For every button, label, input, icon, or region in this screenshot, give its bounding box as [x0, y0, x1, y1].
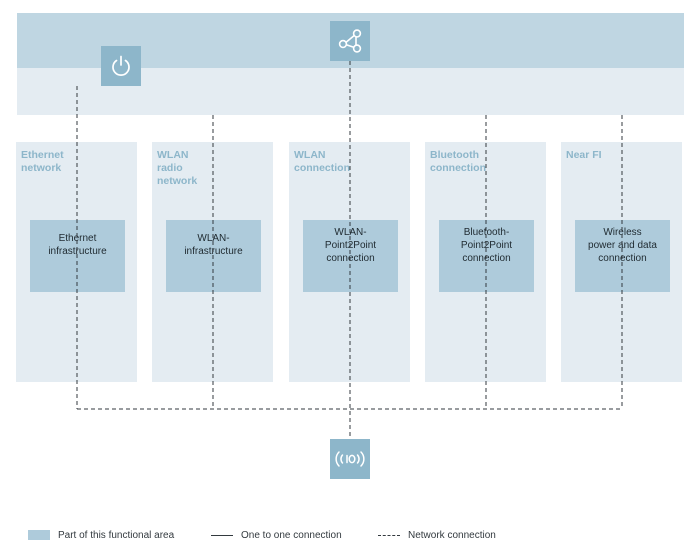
legend-swatch	[28, 530, 50, 540]
column-title: Near FI	[566, 149, 602, 161]
legend-area: Part of this functional area	[28, 528, 174, 542]
column-title: Ethernet network	[21, 149, 64, 174]
column-title: WLAN connection	[294, 149, 351, 174]
power-icon	[101, 46, 141, 86]
legend-solid-label: One to one connection	[241, 529, 342, 541]
legend-solid-line	[211, 534, 233, 536]
function-box-label: Ethernet infrastructure	[48, 233, 107, 257]
legend-solid: One to one connection	[211, 528, 342, 542]
legend-dashed: Network connection	[378, 528, 496, 542]
column-title: WLAN radio network	[157, 149, 198, 187]
legend-dashed-line	[378, 534, 400, 536]
legend-dashed-label: Network connection	[408, 529, 496, 541]
wireless-io-icon	[330, 439, 370, 479]
legend-area-label: Part of this functional area	[58, 529, 175, 541]
share-network-icon	[330, 21, 370, 61]
column-title: Bluetooth connection	[430, 149, 487, 174]
